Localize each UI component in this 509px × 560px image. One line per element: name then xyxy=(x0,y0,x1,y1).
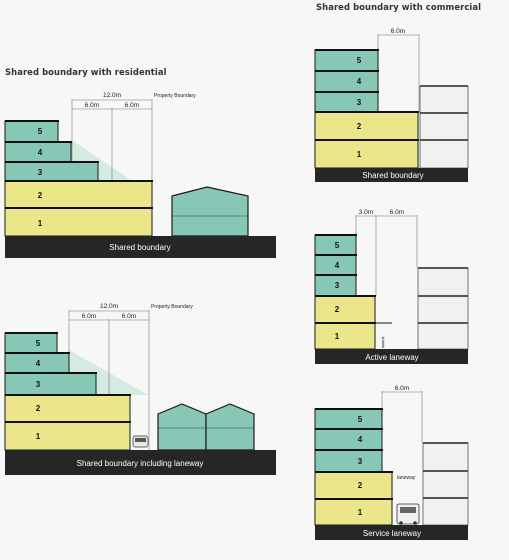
neighbour-commercial xyxy=(417,267,469,350)
diagram-res-laneway: 12.0m 6.0m 6.0m Property Boundary 1 2 3 … xyxy=(4,303,276,475)
neighbour-house xyxy=(205,403,255,451)
dim-total: 12.0m xyxy=(100,303,118,310)
dim-setback-a: 6.0m xyxy=(391,28,405,35)
laneway-label: laneway xyxy=(397,475,416,481)
van-icon xyxy=(396,503,420,525)
level-2: 2 xyxy=(358,481,363,490)
heading-commercial: Shared boundary with commercial xyxy=(316,2,482,12)
level-5: 5 xyxy=(358,415,363,424)
dim-setback-a: 3.0m xyxy=(359,209,373,216)
neighbour-house xyxy=(171,186,249,237)
car-icon xyxy=(132,435,149,448)
level-3: 3 xyxy=(358,457,363,466)
property-boundary-label: Property Boundary xyxy=(154,93,196,99)
dim-setback-a: 6.0m xyxy=(82,313,96,320)
ground-bar xyxy=(315,349,468,364)
level-1: 1 xyxy=(335,332,340,341)
level-2: 2 xyxy=(36,404,41,413)
level-2: 2 xyxy=(38,191,43,200)
dim-setback-b: 6.0m xyxy=(390,209,404,216)
level-1: 1 xyxy=(38,219,43,228)
ground-bar xyxy=(5,450,276,475)
level-5: 5 xyxy=(38,127,43,136)
level-3: 3 xyxy=(335,281,340,290)
dim-setback-a: 6.0m xyxy=(395,385,409,392)
caption-com-shared: Shared boundary xyxy=(362,171,423,180)
caption-res-shared: Shared boundary xyxy=(109,243,170,252)
level-5: 5 xyxy=(335,241,340,250)
level-4: 4 xyxy=(38,148,43,157)
caption-res-laneway: Shared boundary including laneway xyxy=(77,459,204,468)
level-3: 3 xyxy=(357,98,362,107)
ground-bar xyxy=(315,525,468,540)
level-3: 3 xyxy=(36,380,41,389)
person-icon xyxy=(381,336,385,348)
dim-total: 12.0m xyxy=(103,92,121,99)
dim-setback-a: 6.0m xyxy=(85,102,99,109)
neighbour-commercial xyxy=(422,442,469,526)
diagram-com-service: 6.0m 1 2 3 4 5 laneway xyxy=(314,385,469,540)
dim-setback-b: 6.0m xyxy=(125,102,139,109)
level-4: 4 xyxy=(335,261,340,270)
ground-bar xyxy=(315,168,468,182)
dim-setback-b: 6.0m xyxy=(122,313,136,320)
property-boundary-label: Property Boundary xyxy=(151,304,193,310)
level-2: 2 xyxy=(335,305,340,314)
ground-bar xyxy=(5,236,276,258)
neighbour-commercial xyxy=(419,85,469,169)
level-5: 5 xyxy=(357,56,362,65)
level-4: 4 xyxy=(36,359,41,368)
level-1: 1 xyxy=(36,432,41,441)
caption-com-active: Active laneway xyxy=(365,353,418,362)
level-5: 5 xyxy=(36,339,41,348)
neighbour-house xyxy=(157,403,207,451)
caption-com-service: Service laneway xyxy=(363,529,421,538)
level-2: 2 xyxy=(357,122,362,131)
diagram-com-active: 3.0m 6.0m 1 2 3 4 5 Active xyxy=(314,209,469,364)
level-1: 1 xyxy=(357,150,362,159)
level-4: 4 xyxy=(358,435,363,444)
heading-residential: Shared boundary with residential xyxy=(5,67,167,77)
diagram-com-shared: 6.0m 1 2 3 4 5 Shared boundary xyxy=(314,28,469,182)
level-3: 3 xyxy=(38,168,43,177)
level-4: 4 xyxy=(357,77,362,86)
level-1: 1 xyxy=(358,508,363,517)
diagram-res-shared: 12.0m 6.0m 6.0m Property Boundary 1 2 3 … xyxy=(4,92,276,258)
